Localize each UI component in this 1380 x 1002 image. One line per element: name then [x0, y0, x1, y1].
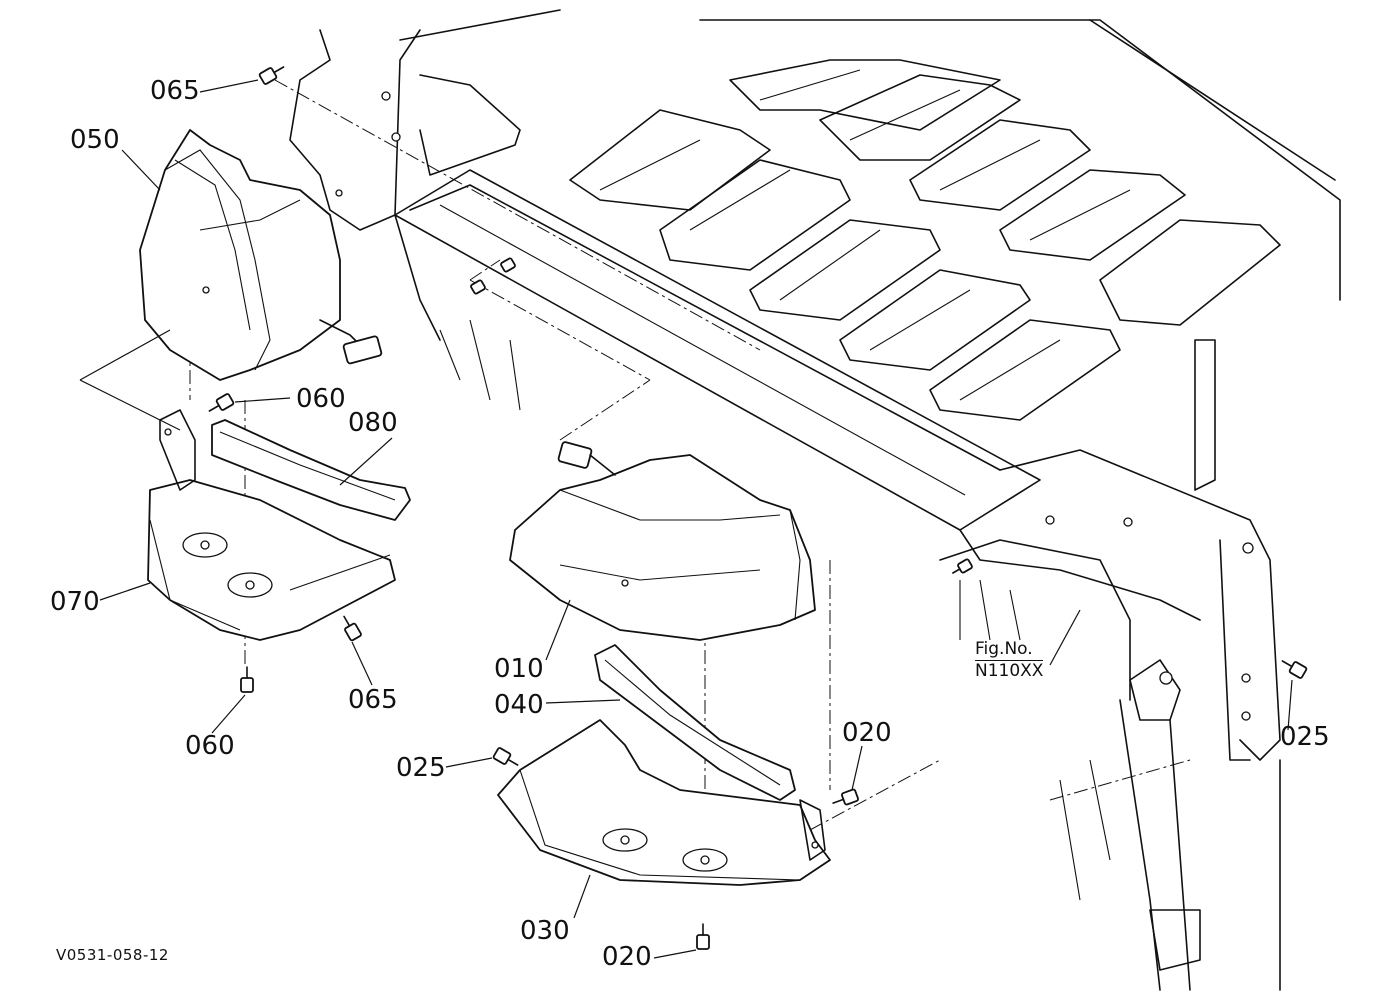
callout-030: 030: [520, 916, 570, 946]
bolt-065-bottom: [343, 615, 362, 642]
drawing-code: V0531-058-12: [56, 946, 169, 964]
right-trim: [594, 644, 796, 801]
callout-025-right: 025: [1280, 722, 1330, 752]
left-trim: [211, 419, 411, 521]
bolt-frame-3: [470, 279, 486, 295]
callout-020-right: 020: [842, 718, 892, 748]
left-lamp: [139, 129, 383, 381]
figure-reference-prefix: Fig.No.: [975, 639, 1033, 659]
left-bracket: [147, 409, 396, 641]
bolts: [208, 66, 1308, 950]
callout-050: 050: [70, 125, 120, 155]
callout-070: 070: [50, 587, 100, 617]
callout-010: 010: [494, 654, 544, 684]
right-lamp: [509, 441, 816, 641]
bolt-020-right: [832, 788, 859, 806]
bolt-025-right: [1281, 660, 1308, 679]
bolt-060-bottom: [240, 666, 254, 693]
right-bracket: [497, 719, 831, 886]
figure-reference-number: N110XX: [975, 659, 1044, 681]
bolt-020-bottom: [696, 923, 710, 950]
callout-065-bottom: 065: [348, 685, 398, 715]
bolt-060-mid: [208, 393, 235, 412]
callout-025-left: 025: [396, 753, 446, 783]
bolt-065-top: [258, 66, 285, 85]
bolt-025-left: [492, 747, 519, 766]
callout-060-bottom: 060: [185, 731, 235, 761]
bolt-frame: [952, 558, 973, 574]
callout-040: 040: [494, 690, 544, 720]
callout-060-mid: 060: [296, 384, 346, 414]
machine-frame: [289, 9, 1341, 991]
bolt-frame-2: [500, 257, 516, 273]
figure-reference: Fig.No. N110XX: [975, 639, 1044, 681]
leader-lines: [79, 79, 1293, 959]
callout-080: 080: [348, 408, 398, 438]
callout-020-bottom: 020: [602, 942, 652, 972]
callout-065-top: 065: [150, 76, 200, 106]
